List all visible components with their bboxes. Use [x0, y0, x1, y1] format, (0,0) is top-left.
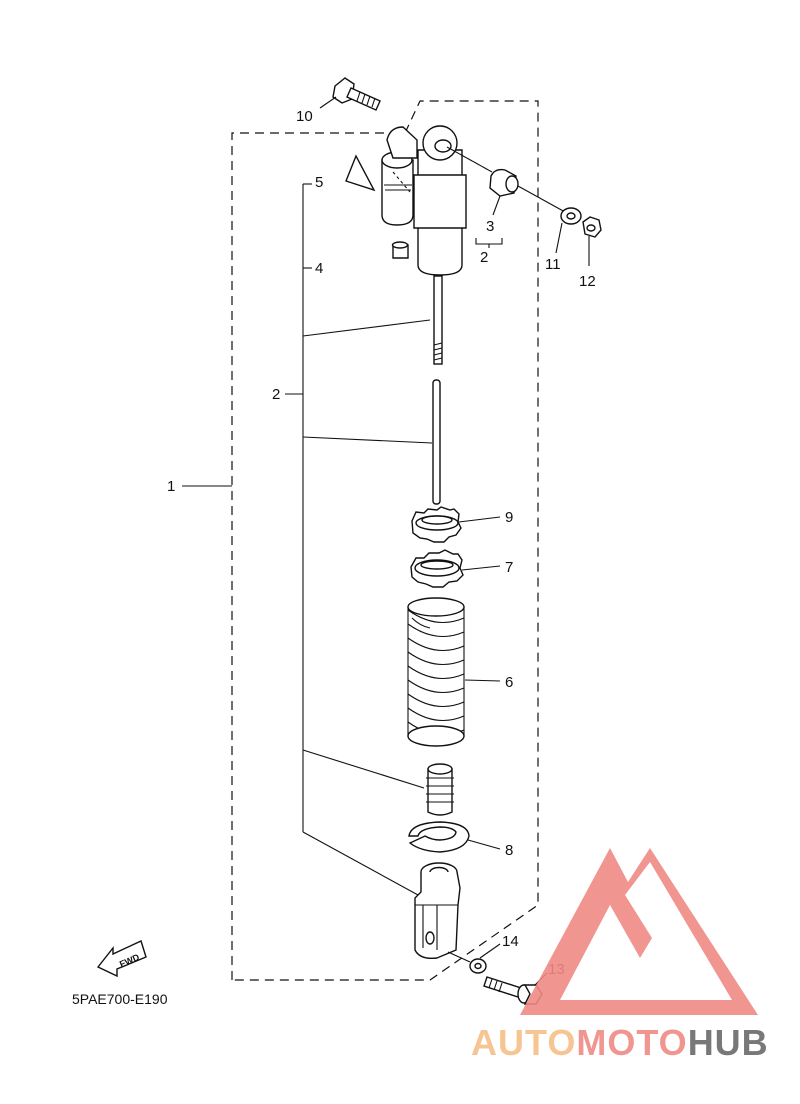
callout-2-small: 2: [480, 249, 488, 266]
fwd-arrow-icon: FWD: [96, 940, 147, 978]
bolt-10: [319, 77, 381, 111]
washer-11: [555, 207, 582, 254]
spring-adjuster-7: [410, 549, 501, 588]
watermark-word-moto: MOTO: [576, 1022, 687, 1063]
lower-bolt-axis: [447, 951, 471, 963]
spring-guide-8: [408, 821, 501, 853]
callout-4: 4: [315, 260, 323, 277]
callout-1: 1: [167, 478, 175, 495]
coil-spring-6: [407, 597, 501, 747]
callout-12: 12: [579, 273, 596, 290]
watermark-word-auto: AUTO: [471, 1022, 576, 1063]
push-rod: [432, 379, 441, 505]
bolt-axis: [517, 185, 566, 213]
lower-clevis: [414, 862, 461, 960]
watermark-word-hub: HUB: [688, 1022, 769, 1063]
collar-14: [469, 943, 501, 974]
collar-3: [446, 146, 519, 248]
group-2-bracket: [285, 183, 433, 896]
callout-3: 3: [486, 218, 494, 235]
shock-absorber-body: [381, 125, 467, 276]
warning-triangle-icon: [345, 154, 376, 192]
bump-stop: [426, 763, 454, 816]
watermark-logo: AUTOMOTOHUB: [471, 848, 769, 1063]
callout-8: 8: [505, 842, 513, 859]
nut-12: [582, 216, 602, 266]
callout-6: 6: [505, 674, 513, 691]
callout-14: 14: [502, 933, 519, 950]
watermark-triangle-icon: [520, 848, 758, 1015]
callout-9: 9: [505, 509, 513, 526]
callout-10: 10: [296, 108, 313, 125]
piston-rod: [433, 275, 443, 365]
callout-2: 2: [272, 386, 280, 403]
callout-11: 11: [545, 256, 561, 273]
svg-text:AUTOMOTOHUB: AUTOMOTOHUB: [471, 1022, 769, 1063]
callout-7: 7: [505, 559, 513, 576]
lock-ring-9: [411, 506, 501, 543]
assembly-boundary: [231, 100, 539, 981]
diagram-code: 5PAE700-E190: [72, 991, 168, 1007]
callout-5: 5: [315, 174, 323, 191]
